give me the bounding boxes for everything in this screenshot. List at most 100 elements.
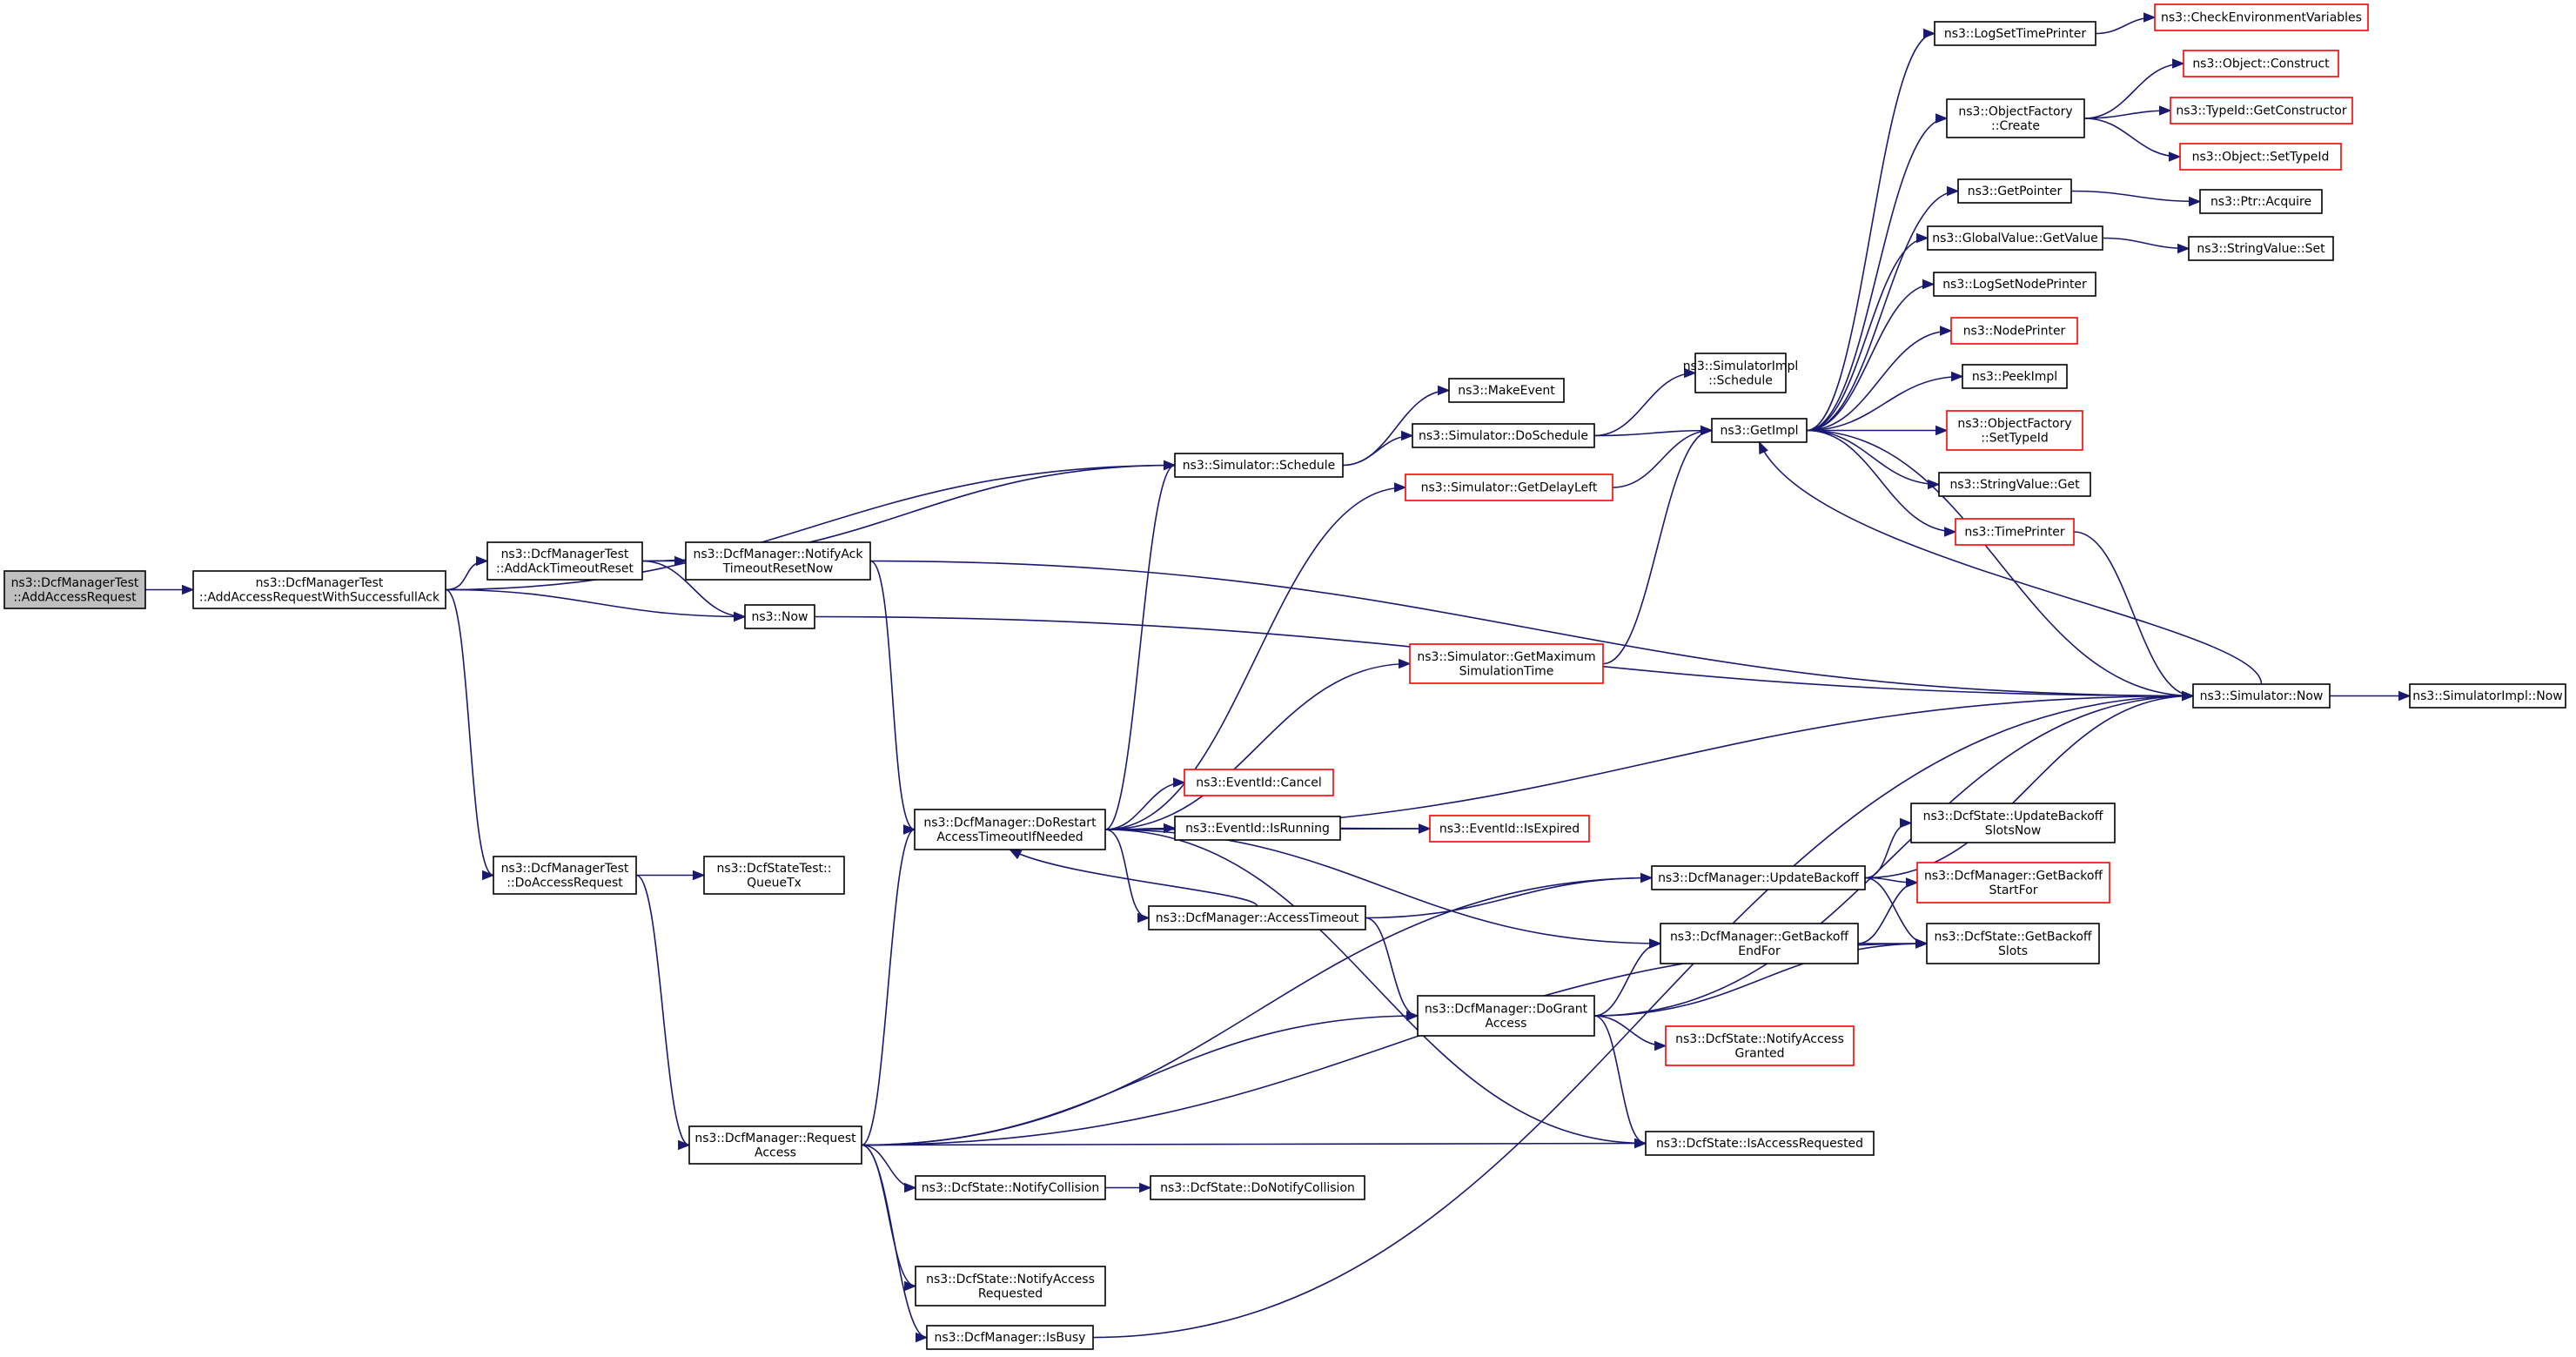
node-label: ns3::DcfManager::DoRestart [923,816,1097,830]
node-label: ns3::TimePrinter [1964,526,2065,540]
node-label: EndFor [1738,944,1781,958]
edge-getpointer-to-ptracquire [2070,190,2202,207]
node-cancel[interactable]: ns3::EventId::Cancel [1184,769,1334,796]
node-globalget[interactable]: ns3::GlobalValue::GetValue [1927,225,2103,251]
node-queuetx[interactable]: ns3::DcfStateTest::QueueTx [703,856,845,895]
node-now[interactable]: ns3::Now [744,604,815,629]
node-box [2199,189,2323,214]
node-getimpl[interactable]: ns3::GetImpl [1711,418,1808,443]
node-box [1660,923,1859,964]
node-label: ns3::Simulator::DoSchedule [1419,429,1588,443]
node-box [2179,143,2342,171]
node-label: ns3::MakeEvent [1458,384,1555,398]
node-label: ns3::DcfManagerTest [501,862,629,876]
edge-simnow-to-getimpl [1758,440,2263,685]
node-objfactcreate[interactable]: ns3::ObjectFactory::Create [1946,98,2085,138]
node-objconstruct[interactable]: ns3::Object::Construct [2183,50,2339,77]
node-label: ns3::Simulator::Schedule [1183,459,1336,473]
node-notifycoll[interactable]: ns3::DcfState::NotifyCollision [915,1175,1106,1200]
node-stringget[interactable]: ns3::StringValue::Get [1938,472,2091,497]
node-label: ns3::DcfState::NotifyCollision [922,1181,1099,1195]
edge-addack-to-now [641,560,747,622]
node-stringset[interactable]: ns3::StringValue::Set [2188,236,2334,261]
node-logsettime[interactable]: ns3::LogSetTimePrinter [1934,21,2096,46]
node-label: ns3::DcfState::NotifyAccess [1675,1032,1844,1046]
node-label: SlotsNow [1985,823,2042,837]
node-box [192,570,446,609]
node-isrunning[interactable]: ns3::EventId::IsRunning [1174,816,1341,841]
node-nodeprinter[interactable]: ns3::NodePrinter [1950,317,2078,345]
node-box [1910,803,2116,843]
node-doschedule[interactable]: ns3::Simulator::DoSchedule [1412,423,1595,448]
node-box [703,856,845,895]
node-isaccreq[interactable]: ns3::DcfState::IsAccessRequested [1645,1131,1875,1156]
node-label: ns3::DcfStateTest:: [717,862,832,876]
node-accesstimeout[interactable]: ns3::DcfManager::AccessTimeout [1148,905,1366,930]
edge-accesstimeout-to-dorestart [1009,849,1258,907]
edge-getimpl-to-stringget [1806,429,1941,490]
edge-accesstimeout-to-updatebackoff [1365,872,1654,919]
node-label: ns3::DcfManager::DoGrant [1425,1002,1588,1016]
node-label: ns3::SimulatorImpl [1683,359,1799,373]
node-objfactsettype[interactable]: ns3::ObjectFactory::SetTypeId [1946,410,2083,451]
node-simimplsched[interactable]: ns3::SimulatorImpl::Schedule [1683,353,1799,393]
edge-doschedule-to-getimpl [1593,425,1714,437]
node-addreq[interactable]: ns3::DcfManagerTest::AddAccessRequestWit… [192,570,446,609]
node-ptracquire[interactable]: ns3::Ptr::Acquire [2199,189,2323,214]
node-notifyack[interactable]: ns3::DcfManager::NotifyAckTimeoutResetNo… [685,541,871,581]
node-label: ::Schedule [1708,373,1773,387]
edge-reqaccess-to-isbusy [861,1144,929,1343]
node-typeidgetctor[interactable]: ns3::TypeId::GetConstructor [2170,97,2353,124]
edge-dorestart-to-schedule [1104,460,1177,830]
node-isexpired[interactable]: ns3::EventId::IsExpired [1429,815,1590,843]
node-label: ::Create [1991,119,2040,133]
node-donotifycoll[interactable]: ns3::DcfState::DoNotifyCollision [1150,1175,1365,1200]
node-simimplnow[interactable]: ns3::SimulatorImpl::Now [2409,683,2566,709]
node-label: ns3::DcfManagerTest [11,576,139,590]
node-box [1645,1131,1875,1156]
node-getdelay[interactable]: ns3::Simulator::GetDelayLeft [1405,474,1613,501]
node-label: ns3::DcfManager::UpdateBackoff [1658,871,1859,885]
node-checkenv[interactable]: ns3::CheckEnvironmentVariables [2154,3,2369,31]
node-box [1938,472,2091,497]
node-addack[interactable]: ns3::DcfManagerTest::AddAckTimeoutReset [486,541,643,581]
node-box [1174,816,1341,841]
edge-addreq-to-doaccess [445,588,495,881]
node-simnow[interactable]: ns3::Simulator::Now [2192,683,2331,709]
edge-getimpl-to-timeprinter [1806,429,1957,537]
edge-updatebackoff-to-simnow [1864,690,2195,879]
node-schedule[interactable]: ns3::Simulator::Schedule [1174,453,1344,478]
node-label: Slots [1998,944,2028,958]
node-label: ns3::DcfManager::IsBusy [935,1331,1086,1345]
node-label: ns3::DcfManager::GetBackoff [1924,869,2103,883]
node-timeprinter[interactable]: ns3::TimePrinter [1955,518,2075,546]
node-dorestart[interactable]: ns3::DcfManager::DoRestartAccessTimeoutI… [914,809,1106,850]
node-label: ns3::DcfState::DoNotifyCollision [1160,1181,1355,1195]
node-root[interactable]: ns3::DcfManagerTest::AddAccessRequest [3,570,146,609]
node-box [1409,643,1604,684]
edge-getmax-to-getimpl [1602,425,1714,665]
node-label: ns3::EventId::IsRunning [1185,822,1330,836]
node-makeevent[interactable]: ns3::MakeEvent [1448,378,1565,403]
node-label: ::AddAccessRequestWithSuccessfullAck [199,590,440,604]
node-doaccess[interactable]: ns3::DcfManagerTest::DoAccessRequest [493,856,637,895]
node-logsetnode[interactable]: ns3::LogSetNodePrinter [1933,272,2096,297]
node-isbusy[interactable]: ns3::DcfManager::IsBusy [926,1325,1094,1350]
node-updatebackoff[interactable]: ns3::DcfManager::UpdateBackoff [1651,865,1866,890]
node-label: ns3::Simulator::Now [2200,689,2324,703]
node-peekimpl[interactable]: ns3::PeekImpl [1962,364,2068,389]
node-objsettype[interactable]: ns3::Object::SetTypeId [2179,143,2342,171]
node-getpointer[interactable]: ns3::GetPointer [1957,178,2072,204]
edge-reqaccess-to-dorestart [861,824,916,1146]
edge-getimpl-to-peekimpl [1806,371,1964,432]
